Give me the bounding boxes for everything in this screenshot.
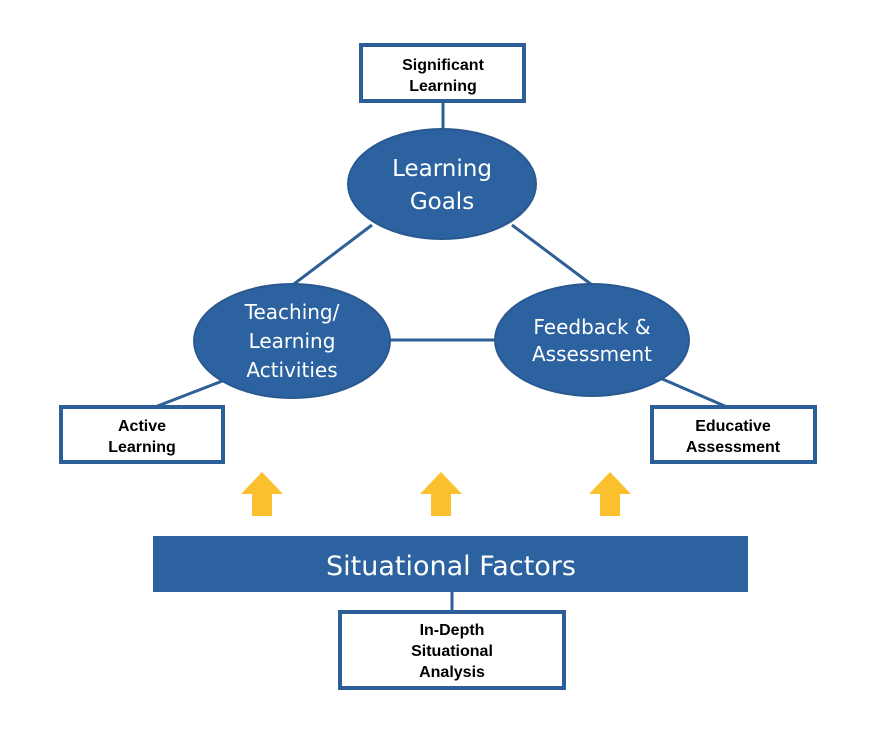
- situational-analysis-label-line1: In-Depth: [420, 622, 485, 639]
- significant-learning-label-line2: Learning: [409, 78, 477, 95]
- teaching-learning-activities-label-line3: Activities: [246, 358, 337, 382]
- up-arrow-shape: [241, 472, 283, 516]
- feedback-assessment-node: Feedback & Assessment: [494, 283, 690, 397]
- active-learning-box-frame: [59, 405, 225, 464]
- situational-analysis-box: In-Depth Situational Analysis: [338, 610, 566, 690]
- active-learning-box: Active Learning: [59, 405, 225, 464]
- significant-learning-label-line1: Significant: [402, 57, 484, 74]
- learning-goals-node: Learning Goals: [347, 128, 537, 240]
- educative-assessment-label-line1: Educative: [695, 418, 771, 435]
- connector-goals-to-feedback: [511, 223, 593, 287]
- up-arrow-icon: [241, 472, 283, 516]
- learning-goals-ellipse: [347, 128, 537, 240]
- connector-teaching-to-active: [154, 378, 226, 409]
- situational-factors-bar: [153, 536, 748, 592]
- learning-goals-label-line2: Goals: [410, 189, 474, 215]
- up-arrow-shape: [589, 472, 631, 516]
- learning-goals-label-line1: Learning: [392, 156, 492, 182]
- situational-analysis-label-line2: Situational: [411, 643, 493, 660]
- active-learning-label-line2: Learning: [108, 439, 176, 456]
- teaching-learning-activities-ellipse: [193, 283, 391, 399]
- up-arrow-icon: [420, 472, 462, 516]
- up-arrow-icon: [589, 472, 631, 516]
- connector-goals-to-teaching: [289, 223, 373, 289]
- active-learning-label-line1: Active: [118, 418, 166, 435]
- teaching-learning-activities-node: Teaching/ Learning Activities: [193, 283, 391, 399]
- feedback-assessment-ellipse: [494, 283, 690, 397]
- educative-assessment-box-frame: [650, 405, 817, 464]
- teaching-learning-activities-label-line2: Learning: [249, 329, 336, 353]
- up-arrow-shape: [420, 472, 462, 516]
- connector-feedback-to-educative: [659, 376, 728, 409]
- feedback-assessment-label-line2: Assessment: [532, 342, 652, 366]
- educative-assessment-label-line2: Assessment: [686, 439, 781, 456]
- situational-analysis-label-line3: Analysis: [419, 664, 485, 681]
- significant-learning-box: Significant Learning: [359, 43, 526, 103]
- teaching-learning-activities-label-line1: Teaching/: [244, 300, 340, 324]
- situational-factors-label: Situational Factors: [326, 551, 576, 582]
- significant-learning-box-frame: [359, 43, 526, 103]
- situational-factors-banner: Situational Factors: [153, 536, 748, 592]
- educative-assessment-box: Educative Assessment: [650, 405, 817, 464]
- situational-analysis-box-frame: [338, 610, 566, 690]
- feedback-assessment-label-line1: Feedback &: [533, 315, 650, 339]
